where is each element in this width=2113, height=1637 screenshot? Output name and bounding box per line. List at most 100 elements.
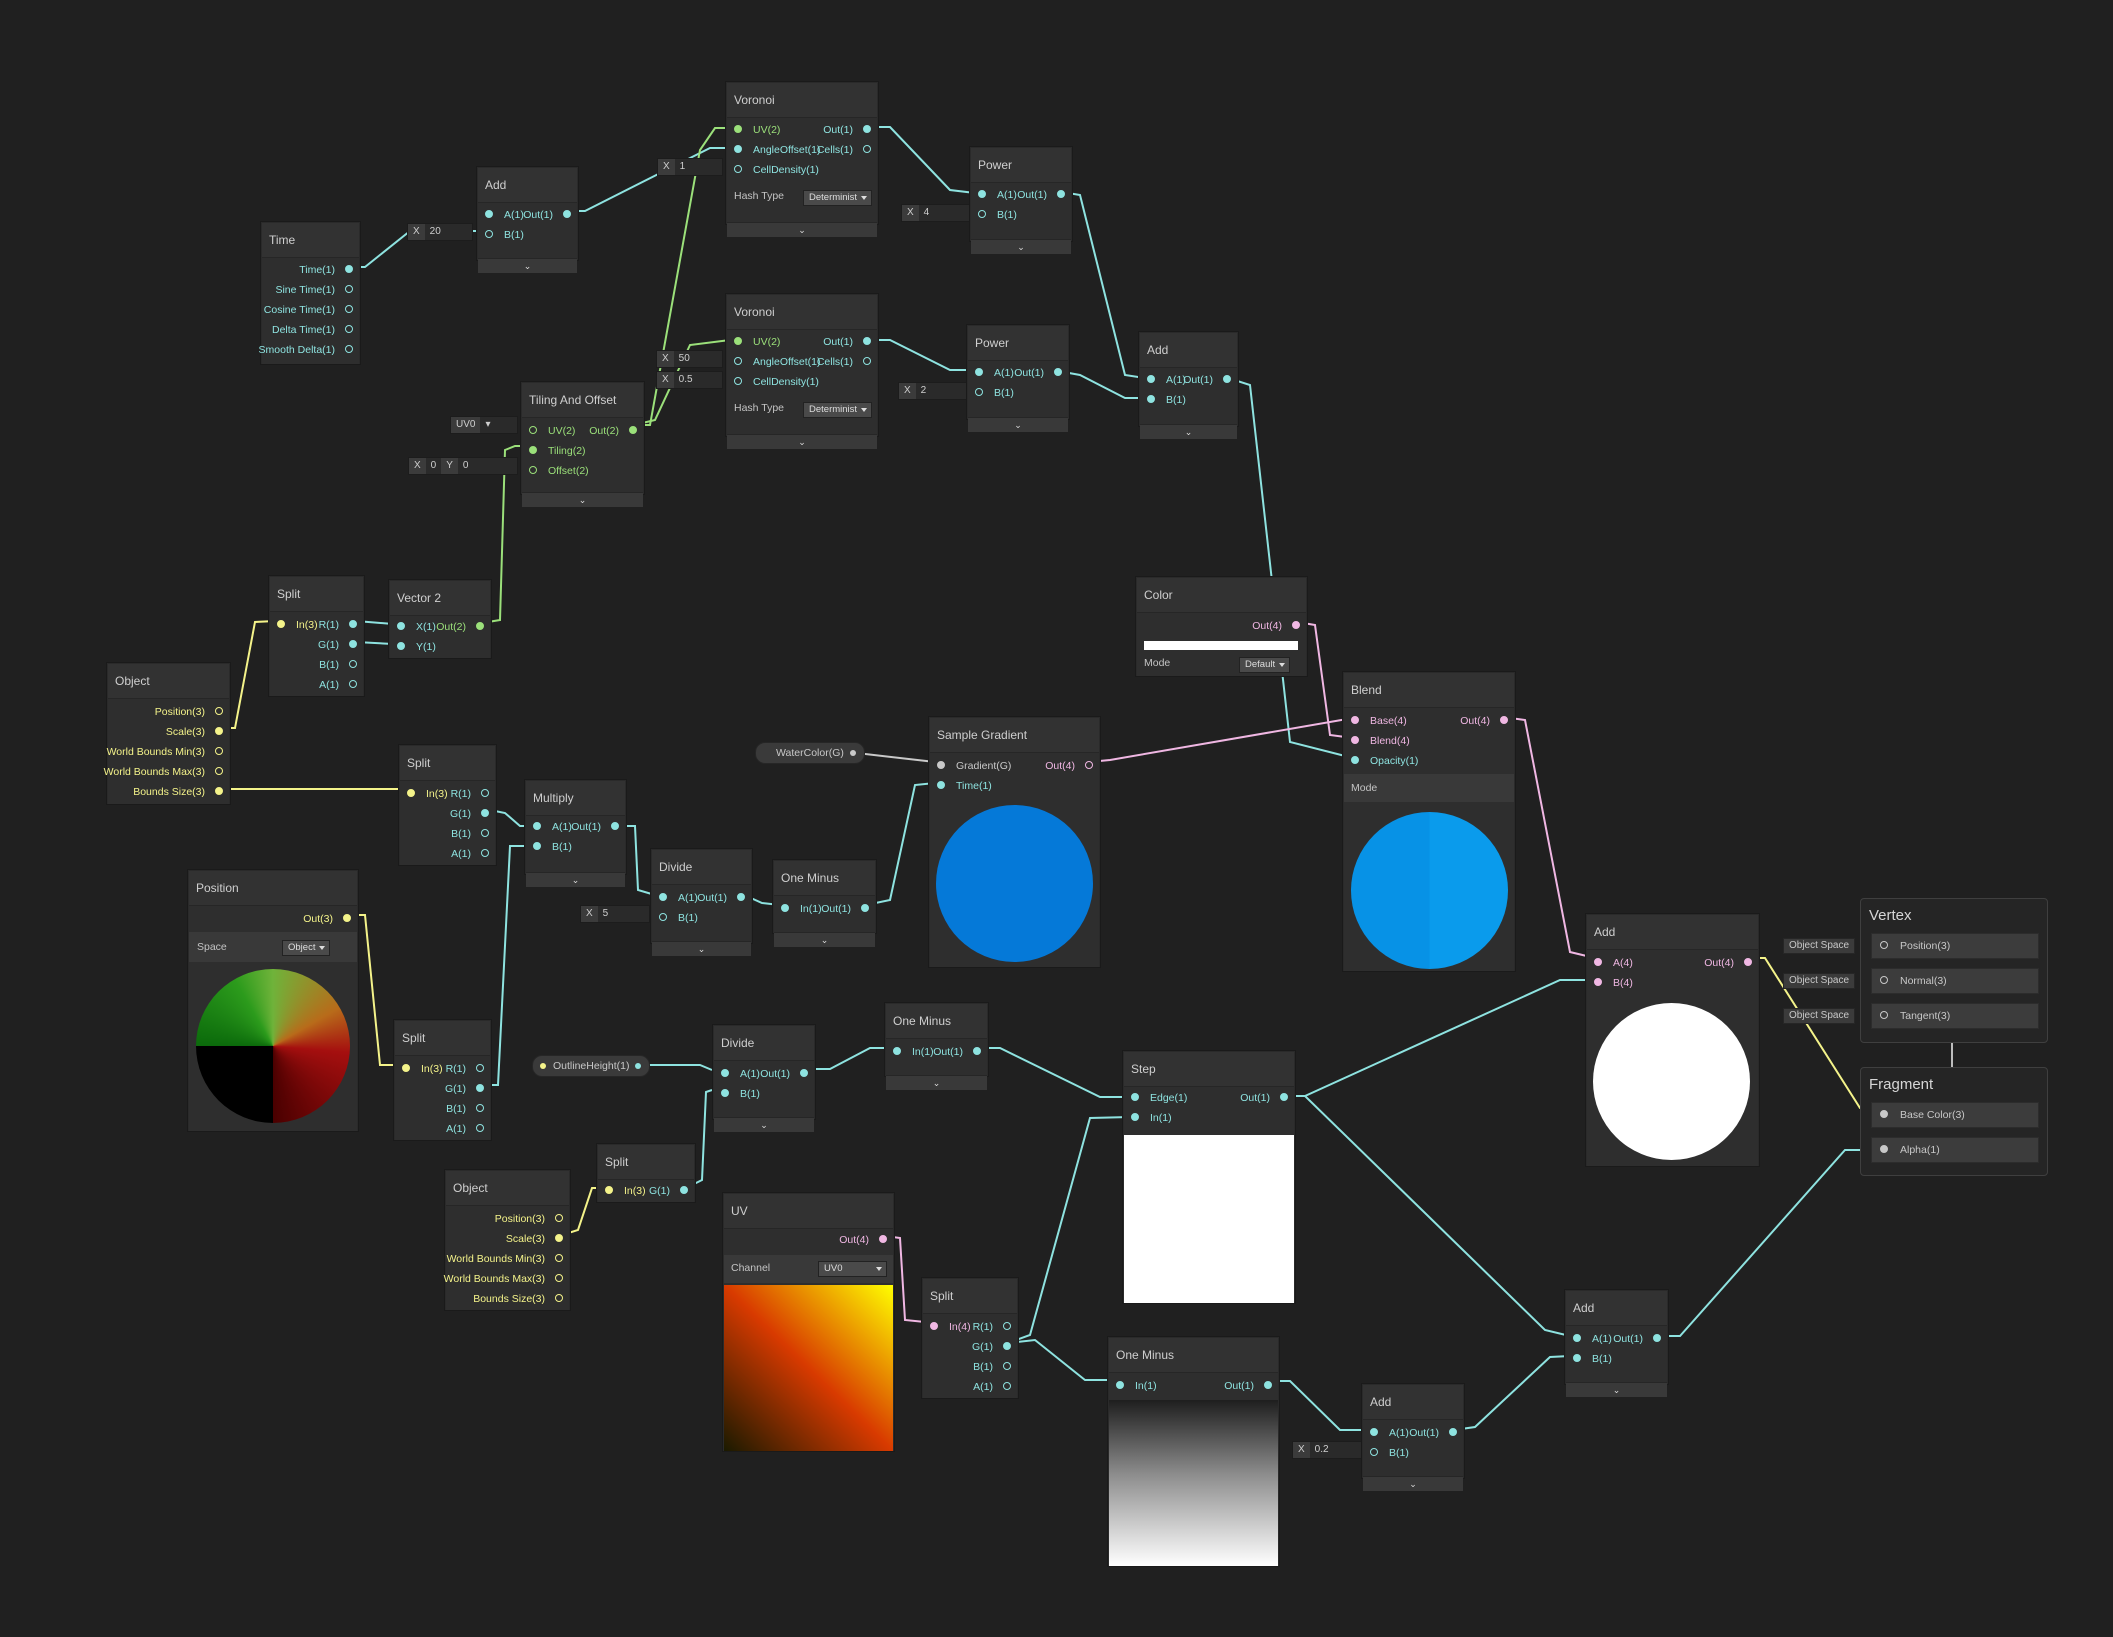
output-port-position[interactable]: Position(3)	[495, 1209, 569, 1229]
vertex-context[interactable]: Vertex Position(3) Normal(3) Tangent(3)	[1860, 898, 2048, 1043]
object-space-field[interactable]: Object Space	[1783, 973, 1856, 989]
output-port[interactable]: Out(1)	[1014, 363, 1068, 383]
input-port-edge[interactable]: Edge(1)	[1124, 1088, 1187, 1108]
output-port[interactable]: Out(4)	[839, 1230, 893, 1250]
expand-chevron-icon[interactable]: ⌄	[774, 932, 875, 947]
input-port-a[interactable]: A(1)	[968, 363, 1014, 383]
one-minus-node[interactable]: One Minus In(1) Out(1)	[1108, 1337, 1279, 1566]
add-node[interactable]: Add A(1) B(1) Out(1) ⌄	[1565, 1290, 1668, 1397]
vertex-tangent-slot[interactable]: Tangent(3)	[1871, 1003, 2039, 1029]
expand-chevron-icon[interactable]: ⌄	[971, 239, 1071, 254]
input-port-a[interactable]: A(1)	[478, 205, 524, 225]
object-space-field[interactable]: Object Space	[1783, 938, 1856, 954]
expand-chevron-icon[interactable]: ⌄	[714, 1117, 814, 1132]
hash-type-dropdown[interactable]: Determinist	[803, 402, 873, 418]
output-port[interactable]: Out(1)	[523, 205, 577, 225]
output-port-cells[interactable]: Cells(1)	[817, 352, 877, 372]
input-port-blend[interactable]: Blend(4)	[1344, 731, 1410, 751]
output-port-b[interactable]: B(1)	[319, 655, 363, 675]
outline-height-property[interactable]: OutlineHeight(1)	[532, 1055, 651, 1077]
output-port[interactable]: Out(3)	[303, 909, 357, 929]
output-port-world-bounds-max[interactable]: World Bounds Max(3)	[444, 1269, 569, 1289]
watercolor-property[interactable]: WaterColor(G)	[755, 742, 865, 764]
divide-node[interactable]: Divide A(1) B(1) Out(1) ⌄	[713, 1025, 815, 1132]
input-port-gradient[interactable]: Gradient(G)	[930, 756, 1011, 776]
output-port[interactable]: Out(1)	[571, 817, 625, 837]
step-node[interactable]: Step Edge(1) In(1) Out(1)	[1123, 1051, 1295, 1303]
space-dropdown[interactable]: Object	[282, 940, 331, 956]
output-port-g[interactable]: G(1)	[649, 1181, 694, 1201]
output-port-world-bounds-max[interactable]: World Bounds Max(3)	[104, 762, 229, 782]
input-port-a[interactable]: A(1)	[971, 185, 1017, 205]
output-port[interactable]: Out(4)	[1460, 711, 1514, 731]
expand-chevron-icon[interactable]: ⌄	[522, 492, 643, 507]
one-minus-node[interactable]: One Minus In(1) Out(1) ⌄	[773, 860, 876, 947]
output-port[interactable]: Smooth Delta(1)	[259, 340, 359, 360]
input-port-y[interactable]: Y(1)	[390, 637, 436, 657]
output-port[interactable]: Out(1)	[1183, 370, 1237, 390]
output-port-world-bounds-min[interactable]: World Bounds Min(3)	[107, 742, 229, 762]
output-port-r[interactable]: R(1)	[451, 784, 495, 804]
output-port-b[interactable]: B(1)	[973, 1357, 1017, 1377]
input-port-b[interactable]: B(1)	[971, 205, 1017, 225]
input-port-tiling[interactable]: Tiling(2)	[522, 441, 586, 461]
input-port-b[interactable]: B(1)	[478, 225, 524, 245]
output-port[interactable]: Out(1)	[821, 899, 875, 919]
object-space-field[interactable]: Object Space	[1783, 1008, 1856, 1024]
output-port-bounds-size[interactable]: Bounds Size(3)	[473, 1289, 569, 1309]
input-port-x[interactable]: X(1)	[390, 617, 436, 637]
output-port-position[interactable]: Position(3)	[155, 702, 229, 722]
input-port[interactable]: In(1)	[774, 899, 822, 919]
split-node[interactable]: Split In(3) R(1) G(1) B(1) A(1)	[394, 1020, 491, 1140]
object-node[interactable]: Object Position(3) Scale(3) World Bounds…	[104, 663, 230, 804]
color-swatch[interactable]	[1144, 641, 1298, 650]
output-port-b[interactable]: B(1)	[446, 1099, 490, 1119]
vector2-node[interactable]: Vector 2 X(1) Y(1) Out(2)	[389, 580, 491, 658]
vertex-position-slot[interactable]: Position(3)	[1871, 933, 2039, 959]
input-port-b[interactable]: B(1)	[1363, 1443, 1409, 1463]
expand-chevron-icon[interactable]: ⌄	[727, 222, 877, 237]
output-port[interactable]: Out(4)	[1252, 616, 1306, 636]
alpha-slot[interactable]: Alpha(1)	[1871, 1137, 2039, 1163]
input-port-in[interactable]: In(1)	[1124, 1108, 1172, 1128]
add-node[interactable]: Add A(1) B(1) Out(1) ⌄	[1362, 1384, 1464, 1491]
expand-chevron-icon[interactable]: ⌄	[968, 417, 1068, 432]
input-port-a[interactable]: A(1)	[1363, 1423, 1409, 1443]
vertex-normal-slot[interactable]: Normal(3)	[1871, 968, 2039, 994]
output-port[interactable]: Out(1)	[1240, 1088, 1294, 1108]
input-port-base[interactable]: Base(4)	[1344, 711, 1407, 731]
split-node[interactable]: Split In(4) R(1) G(1) B(1) A(1)	[922, 1278, 1018, 1398]
input-port[interactable]: In(1)	[1109, 1376, 1157, 1396]
input-port-b[interactable]: B(4)	[1587, 973, 1633, 993]
output-port[interactable]: Out(2)	[436, 617, 490, 637]
input-port-b[interactable]: B(1)	[652, 908, 698, 928]
output-port-scale[interactable]: Scale(3)	[166, 722, 229, 742]
input-port[interactable]: In(1)	[886, 1042, 934, 1062]
divide-node[interactable]: Divide A(1) B(1) Out(1) ⌄	[651, 849, 752, 956]
input-port-cell-density[interactable]: CellDensity(1)	[727, 372, 819, 392]
input-port-angle-offset[interactable]: AngleOffset(1)	[727, 352, 821, 372]
input-port-a[interactable]: A(1)	[526, 817, 572, 837]
split-node[interactable]: Split In(3) R(1) G(1) B(1) A(1)	[269, 576, 364, 696]
input-port[interactable]: In(3)	[400, 784, 448, 804]
input-port-angle-offset[interactable]: AngleOffset(1)	[727, 140, 821, 160]
output-port-a[interactable]: A(1)	[446, 1119, 490, 1139]
uv-node[interactable]: UV Out(4) Channel UV0	[723, 1193, 894, 1451]
output-port-g[interactable]: G(1)	[445, 1079, 490, 1099]
input-port[interactable]: In(3)	[598, 1181, 646, 1201]
output-port-g[interactable]: G(1)	[972, 1337, 1017, 1357]
input-port-opacity[interactable]: Opacity(1)	[1344, 751, 1418, 771]
output-port-g[interactable]: G(1)	[450, 804, 495, 824]
output-port[interactable]: Out(1)	[1017, 185, 1071, 205]
input-port-cell-density[interactable]: CellDensity(1)	[727, 160, 819, 180]
input-port-a[interactable]: A(4)	[1587, 953, 1633, 973]
color-node[interactable]: Color Out(4) Mode Default	[1136, 577, 1307, 676]
output-port[interactable]: Out(4)	[1045, 756, 1099, 776]
output-port[interactable]: Out(2)	[589, 421, 643, 441]
expand-chevron-icon[interactable]: ⌄	[1363, 1476, 1463, 1491]
